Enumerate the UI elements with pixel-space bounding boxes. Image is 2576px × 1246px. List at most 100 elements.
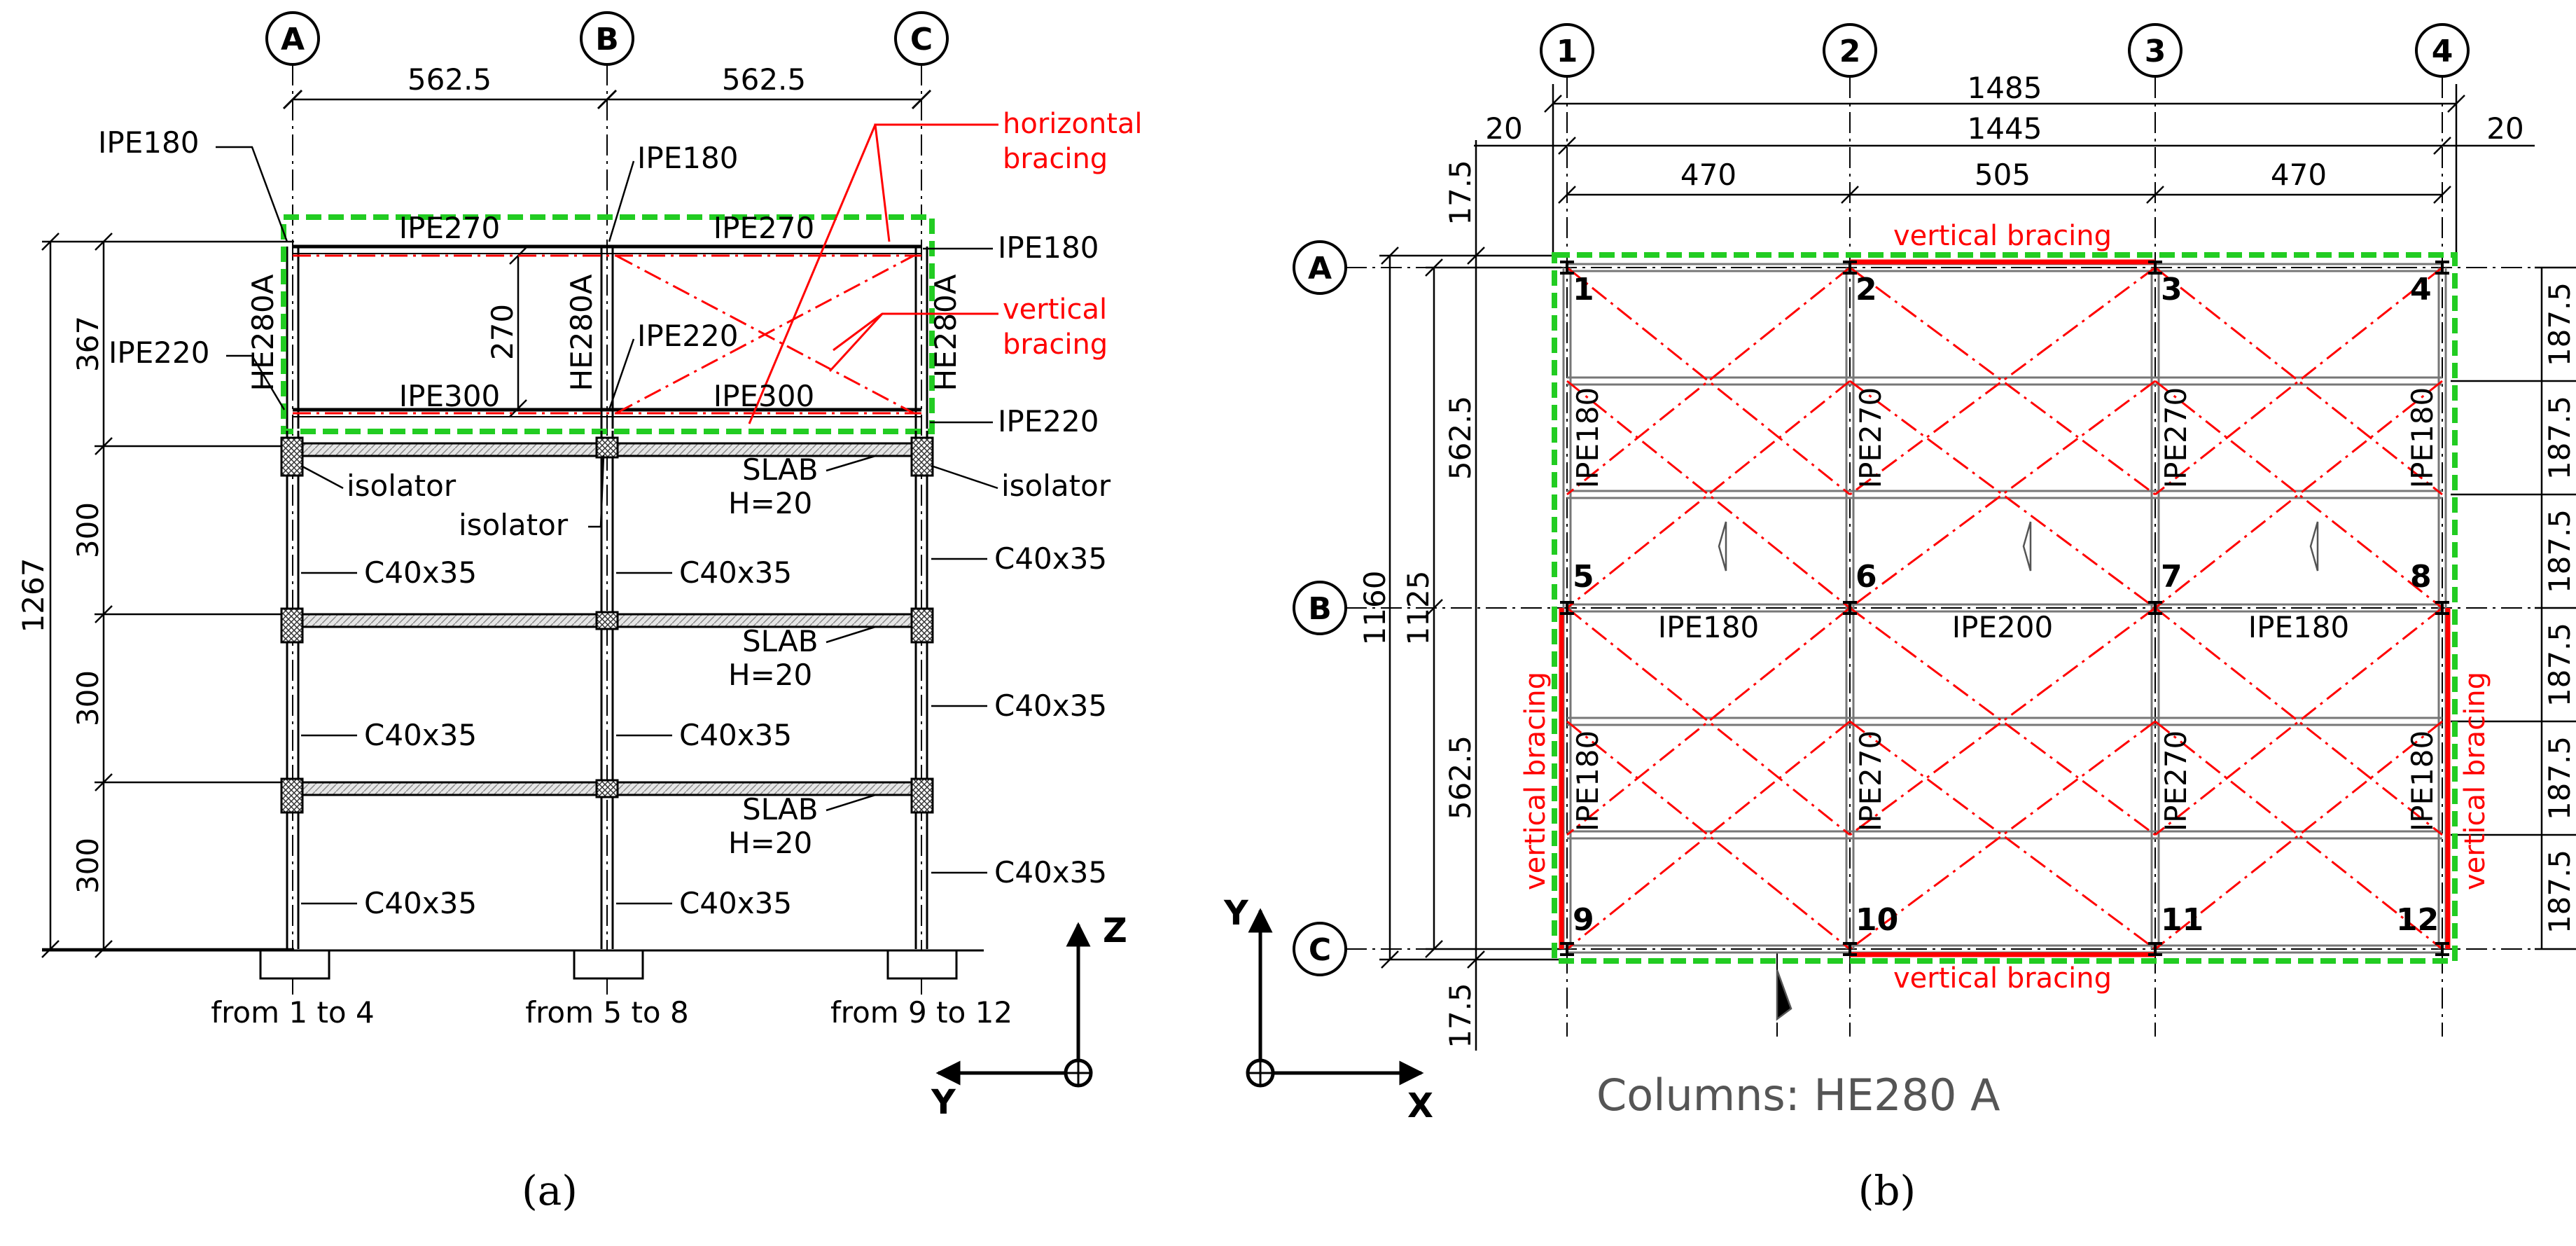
grid-bubble-c: C [894, 11, 949, 66]
panel-a: A B C 562.5 562.5 [16, 11, 1143, 1214]
dim-562-5-top: 562.5 [1443, 396, 1477, 480]
label-col-5: C40x35 [679, 718, 792, 752]
dim-505: 505 [1975, 158, 2031, 192]
axis-label-z: Z [1103, 911, 1127, 950]
dim-17-5-bottom: 17.5 [1443, 983, 1477, 1048]
label-vb-bottom: vertical bracing [1893, 962, 2112, 995]
label-col-9: C40x35 [994, 855, 1107, 889]
dim-1125: 1125 [1401, 571, 1435, 646]
label-from-9-12: from 9 to 12 [830, 995, 1012, 1030]
panel-b: 1 2 3 4 A B C [1223, 23, 2576, 1214]
label-isolator-b: isolator [459, 508, 569, 542]
grid-bubble-4: 4 [2415, 23, 2470, 78]
axes-xy [1246, 908, 1424, 1088]
label-b-ipe180-1: IPE180 [1571, 387, 1605, 488]
horizontal-bracing-label-1: horizontal [1003, 108, 1143, 140]
label-slab-2: SLAB [742, 624, 819, 658]
dim-1485: 1485 [1968, 71, 2042, 105]
top-dimensions-a: 562.5 562.5 [282, 62, 932, 110]
red-leaders-a [748, 123, 998, 424]
label-slab-h-2: H=20 [728, 658, 812, 692]
dim-187-5-6: 187.5 [2542, 850, 2576, 934]
label-col-8: C40x35 [679, 886, 792, 920]
slab-span-symbols [1718, 521, 2319, 1021]
axes-zy [935, 922, 1093, 1088]
vertical-bracing-label-1: vertical [1003, 293, 1107, 326]
grid-bubble-b-c: C [1293, 922, 1347, 976]
svg-text:A: A [281, 22, 305, 57]
isolators [280, 436, 934, 814]
plan-red-bracing [1566, 266, 2443, 950]
svg-text:4: 4 [2432, 34, 2453, 69]
svg-text:C: C [1309, 932, 1331, 968]
label-b-ipe180-h2: IPE180 [2248, 610, 2349, 644]
node-4: 4 [2410, 272, 2432, 307]
left-dimensions-a [41, 233, 294, 958]
dim-187-5-4: 187.5 [2542, 623, 2576, 707]
left-dimensions-b [1379, 140, 1561, 1051]
grid-lines-a [292, 64, 922, 995]
dim-300-b: 300 [71, 670, 105, 726]
label-b-ipe180-2: IPE180 [2405, 387, 2439, 488]
dim-span-bc: 562.5 [722, 62, 806, 97]
node-9: 9 [1573, 902, 1594, 938]
label-slab-h-3: H=20 [728, 826, 812, 860]
svg-text:A: A [1308, 251, 1332, 286]
label-b-ipe270-4: IPE270 [2159, 731, 2193, 831]
label-col-7: C40x35 [364, 886, 477, 920]
label-slab-1: SLAB [742, 452, 819, 487]
label-b-ipe180-h1: IPE180 [1658, 610, 1759, 644]
label-he280a-m: HE280A [564, 274, 599, 391]
node-5: 5 [1573, 559, 1594, 595]
dim-562-5-bottom: 562.5 [1443, 735, 1477, 819]
green-boundary-a [281, 214, 935, 434]
label-vb-top: vertical bracing [1893, 220, 2112, 252]
label-ipe220-r: IPE220 [998, 404, 1099, 438]
grid-bubble-b-b: B [1293, 581, 1347, 635]
label-ipe300-l: IPE300 [399, 379, 500, 413]
dim-1160: 1160 [1358, 571, 1392, 646]
svg-text:B: B [1308, 591, 1332, 627]
label-col-2: C40x35 [679, 555, 792, 590]
vertical-bracing-label-2: bracing [1003, 328, 1108, 361]
label-slab-h-1: H=20 [728, 486, 812, 520]
label-he280a-r: HE280A [928, 274, 963, 391]
node-12: 12 [2396, 902, 2439, 938]
label-ipe270-l: IPE270 [399, 211, 500, 245]
grid-bubble-3: 3 [2128, 23, 2182, 78]
dim-470-left: 470 [1680, 158, 1736, 192]
label-ipe220-l: IPE220 [109, 335, 209, 370]
dim-17-5-top: 17.5 [1443, 160, 1477, 226]
grid-bubble-2: 2 [1823, 23, 1877, 78]
label-b-ipe270-1: IPE270 [1853, 387, 1888, 488]
dim-total-height: 1267 [16, 558, 50, 633]
label-ipe300-r: IPE300 [713, 379, 814, 413]
node-7: 7 [2161, 559, 2182, 595]
label-isolator-c: isolator [1001, 469, 1111, 503]
dim-187-5-1: 187.5 [2542, 282, 2576, 366]
column-labels [301, 558, 987, 905]
node-8: 8 [2410, 559, 2432, 595]
svg-text:3: 3 [2145, 34, 2166, 69]
axis-label-y-a: Y [931, 1083, 956, 1122]
label-ipe180-r: IPE180 [998, 230, 1099, 265]
axis-label-x: X [1407, 1086, 1433, 1126]
label-col-6: C40x35 [994, 688, 1107, 723]
right-dimensions-b [2451, 266, 2576, 950]
grid-lines-b [1346, 77, 2549, 1037]
grid-bubble-1: 1 [1540, 23, 1594, 78]
dim-367: 367 [71, 316, 105, 372]
dim-300-a: 300 [71, 502, 105, 558]
label-ipe220-m: IPE220 [637, 319, 738, 353]
svg-text:B: B [595, 22, 619, 57]
label-col-4: C40x35 [364, 718, 477, 752]
dim-187-5-2: 187.5 [2542, 396, 2576, 480]
label-ipe180-tm: IPE180 [637, 141, 738, 175]
ground-footings [42, 949, 984, 980]
grid-bubble-a: A [265, 11, 320, 66]
dim-1445: 1445 [1968, 111, 2042, 146]
label-ipe270-r: IPE270 [713, 211, 814, 245]
dim-270: 270 [485, 304, 520, 360]
column-markers [1560, 261, 2449, 956]
horizontal-bracing-label-2: bracing [1003, 143, 1108, 175]
